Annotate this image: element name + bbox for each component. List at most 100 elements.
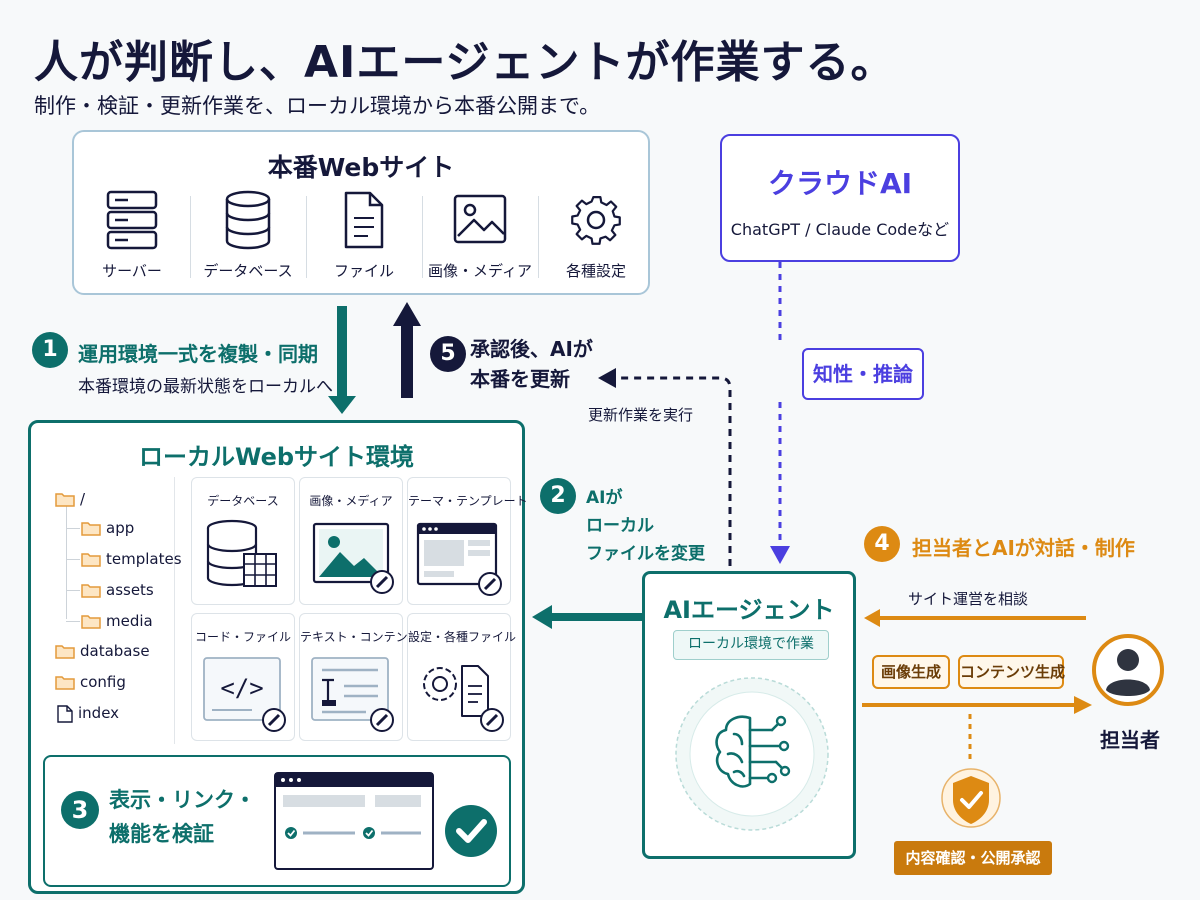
- tree-folder-database[interactable]: database: [55, 641, 150, 661]
- template-edit-icon: [416, 522, 502, 596]
- production-item-media: 画像・メディア: [422, 190, 538, 290]
- text-edit-icon: [311, 657, 394, 732]
- step-4-title: 担当者とAIが対話・制作: [912, 536, 1135, 560]
- card-media-label: 画像・メディア: [309, 494, 393, 508]
- person-avatar-icon: [1092, 634, 1164, 706]
- card-code-file: コード・ファイル </>: [191, 613, 295, 741]
- folder-icon: [55, 645, 75, 659]
- card-database-label: データベース: [207, 494, 279, 508]
- browser-check-icon: [274, 772, 497, 870]
- step-2-line3: ファイルを変更: [586, 544, 705, 564]
- card-settings-label: 設定・各種ファイル: [408, 630, 517, 644]
- tree-root[interactable]: /: [55, 489, 85, 509]
- brain-circuit-icon: [675, 677, 829, 831]
- ai-agent-panel: AIエージェント ローカル環境で作業: [642, 571, 856, 859]
- production-item-file: ファイル: [306, 190, 422, 290]
- database-table-icon: [206, 519, 277, 587]
- image-edit-icon: [312, 522, 394, 594]
- card-text-content: テキスト・コンテンツ: [299, 613, 420, 741]
- step-3-line2: 機能を検証: [109, 822, 214, 846]
- consult-arrow: [864, 609, 1086, 627]
- database-icon: [225, 190, 271, 250]
- card-code-label: コード・ファイル: [194, 630, 291, 644]
- svg-text:</>: </>: [220, 674, 263, 702]
- production-title: 本番Webサイト: [267, 153, 455, 182]
- card-database: データベース: [191, 477, 295, 605]
- step-3-line1: 表示・リンク・: [109, 788, 256, 812]
- server-label: サーバー: [102, 262, 162, 280]
- step-5-badge: 5: [430, 336, 466, 372]
- folder-icon: [81, 553, 101, 567]
- reasoning-label: 知性・推論: [802, 348, 924, 400]
- media-label: 画像・メディア: [428, 262, 532, 280]
- tree-folder-templates[interactable]: templates: [81, 549, 182, 569]
- cloud-dotted-arrow: [770, 262, 790, 564]
- gear-icon: [571, 196, 621, 245]
- folder-icon: [55, 676, 75, 690]
- file-tree: / app templates assets media database co…: [47, 477, 182, 744]
- image-generation-tag: 画像生成: [872, 655, 950, 689]
- tree-folder-assets[interactable]: assets: [81, 580, 154, 600]
- file-label: ファイル: [333, 262, 394, 280]
- production-website-panel: 本番Webサイト サーバー データベース ファイル: [72, 130, 650, 295]
- local-title: ローカルWebサイト環境: [138, 443, 415, 471]
- local-website-panel: ローカルWebサイト環境 / app templates assets medi…: [28, 420, 528, 894]
- file-icon: [344, 191, 384, 249]
- card-text-label: テキスト・コンテンツ: [300, 630, 420, 644]
- step-1-title: 運用環境一式を複製・同期: [78, 342, 318, 366]
- step-5-text: 承認後、AIが 本番を更新: [470, 334, 593, 394]
- person-label: 担当者: [1100, 728, 1160, 752]
- step-5-line1: 承認後、AIが: [470, 337, 593, 361]
- tree-file-index[interactable]: index: [57, 703, 119, 723]
- agent-to-local-arrow: [532, 605, 642, 629]
- card-settings-file: 設定・各種ファイル: [407, 613, 517, 741]
- shield-check-icon: [941, 768, 1001, 828]
- verify-panel: 3 表示・リンク・ 機能を検証: [43, 755, 511, 887]
- approve-label: 内容確認・公開承認: [894, 841, 1052, 875]
- update-dotted-arrow: [598, 368, 732, 566]
- settings-file-edit-icon: [423, 665, 504, 732]
- production-item-server: サーバー: [74, 190, 190, 290]
- page-subtitle: 制作・検証・更新作業を、ローカル環境から本番公開まで。: [34, 94, 601, 118]
- card-theme-template: テーマ・テンプレート: [407, 477, 528, 605]
- ai-agent-title: AIエージェント: [663, 596, 835, 624]
- card-theme-label: テーマ・テンプレート: [408, 494, 528, 508]
- document-icon: [57, 704, 73, 723]
- settings-label: 各種設定: [565, 262, 626, 280]
- step-3-text: 表示・リンク・ 機能を検証: [109, 783, 256, 851]
- folder-icon: [81, 522, 101, 536]
- step-2-text: AIが ローカル ファイルを変更: [586, 484, 705, 568]
- content-generation-tag: コンテンツ生成: [958, 655, 1065, 689]
- cloud-ai-title: クラウドAI: [767, 167, 913, 200]
- step-5-line2: 本番を更新: [470, 367, 570, 391]
- tree-folder-app[interactable]: app: [81, 518, 134, 538]
- step-2-line2: ローカル: [586, 516, 654, 536]
- page-title: 人が判断し、AIエージェントが作業する。: [34, 37, 896, 88]
- tree-folder-config[interactable]: config: [55, 672, 126, 692]
- production-item-database: データベース: [190, 190, 306, 290]
- image-icon: [453, 194, 507, 244]
- tree-folder-media[interactable]: media: [81, 611, 153, 631]
- consult-label: サイト運営を相談: [908, 590, 1029, 608]
- folder-icon: [81, 584, 101, 598]
- execute-update-label: 更新作業を実行: [588, 406, 694, 424]
- step-3-badge: 3: [61, 791, 99, 829]
- server-icon: [106, 190, 158, 250]
- sync-down-arrow: [328, 306, 356, 414]
- code-edit-icon: </>: [203, 657, 286, 732]
- step-2-line1: AIが: [586, 488, 623, 508]
- step-2-badge: 2: [540, 478, 576, 514]
- generate-arrow: [862, 696, 1092, 714]
- cloud-ai-panel: クラウドAI ChatGPT / Claude Codeなど: [720, 134, 960, 262]
- ai-agent-tag: ローカル環境で作業: [673, 630, 829, 660]
- step-4-badge: 4: [864, 526, 900, 562]
- cloud-ai-subtitle: ChatGPT / Claude Codeなど: [730, 220, 950, 239]
- step-1-badge: 1: [32, 332, 68, 368]
- folder-icon: [55, 493, 75, 507]
- database-label: データベース: [203, 262, 293, 280]
- card-media: 画像・メディア: [299, 477, 403, 605]
- publish-up-arrow: [393, 302, 421, 398]
- step-1-subtitle: 本番環境の最新状態をローカルへ: [78, 377, 333, 397]
- production-item-settings: 各種設定: [538, 190, 654, 290]
